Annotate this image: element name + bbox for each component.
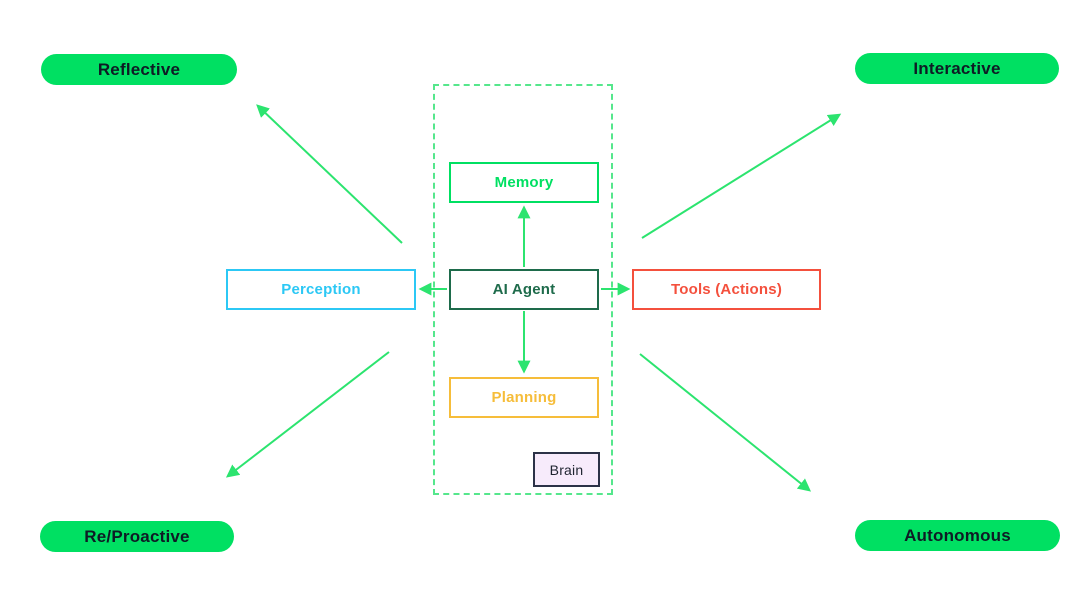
node-tools-actions-label: Tools (Actions) xyxy=(670,281,783,298)
pill-interactive: Interactive xyxy=(855,53,1059,84)
node-ai-agent-label: AI Agent xyxy=(492,281,556,298)
arrow-to-reproactive xyxy=(225,351,390,478)
arrow-to-interactive xyxy=(641,113,842,239)
node-memory: Memory xyxy=(449,162,599,203)
node-tools-actions: Tools (Actions) xyxy=(632,269,821,310)
node-perception-label: Perception xyxy=(281,281,361,298)
pill-autonomous: Autonomous xyxy=(855,520,1060,551)
pill-reflective-label: Reflective xyxy=(97,59,181,79)
node-ai-agent: AI Agent xyxy=(449,269,599,310)
pill-reflective: Reflective xyxy=(41,54,237,85)
node-memory-label: Memory xyxy=(494,174,554,191)
brain-dashed-container xyxy=(433,84,613,495)
pill-autonomous-label: Autonomous xyxy=(904,525,1011,545)
pill-reproactive-label: Re/Proactive xyxy=(84,526,190,546)
node-perception: Perception xyxy=(226,269,416,310)
pill-reproactive: Re/Proactive xyxy=(40,521,234,552)
node-planning: Planning xyxy=(449,377,599,418)
node-brain-label: Brain xyxy=(549,461,584,478)
pill-interactive-label: Interactive xyxy=(913,58,1001,78)
node-planning-label: Planning xyxy=(491,389,557,406)
arrow-to-autonomous xyxy=(639,353,812,492)
node-brain-tag: Brain xyxy=(533,452,600,487)
arrow-to-reflective xyxy=(256,104,403,244)
